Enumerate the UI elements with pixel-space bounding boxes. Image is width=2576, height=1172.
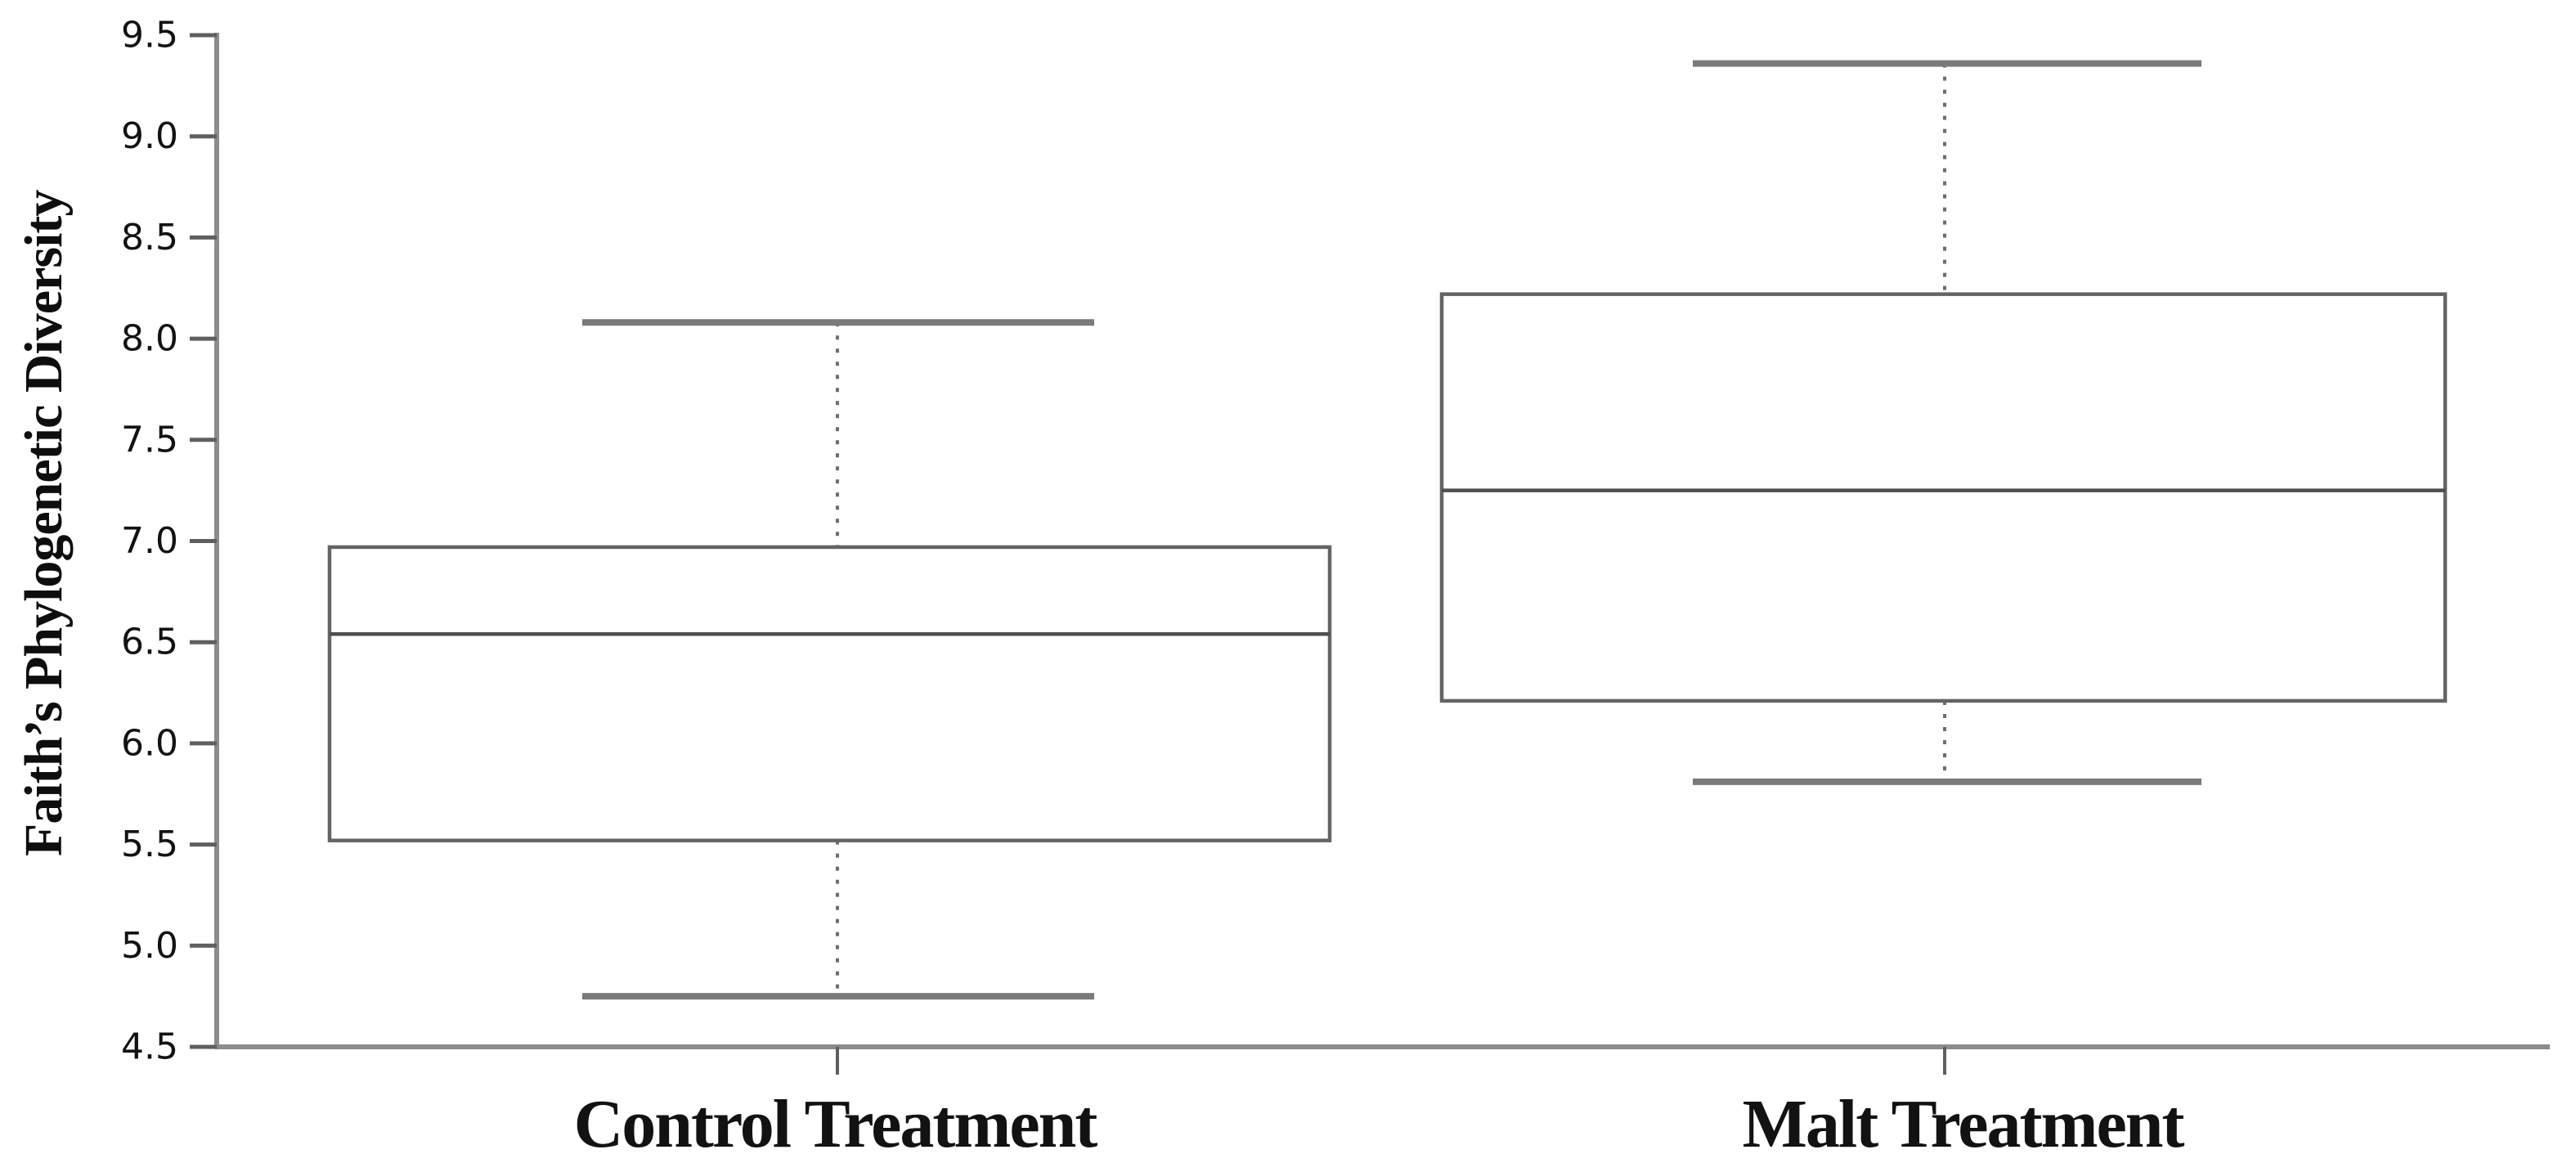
y-tick-label: 7.0	[121, 520, 178, 562]
y-tick-label: 7.5	[121, 419, 178, 460]
y-tick-label: 8.0	[121, 318, 178, 360]
x-category-label: Control Treatment	[574, 1086, 1098, 1162]
y-tick-label: 9.5	[121, 15, 178, 56]
y-tick-label: 5.0	[121, 925, 178, 967]
y-tick-label: 9.0	[121, 115, 178, 157]
iqr-box	[1439, 292, 2448, 703]
x-category-label: Malt Treatment	[1743, 1086, 2185, 1162]
y-tick-label: 6.5	[121, 622, 178, 663]
y-tick-label: 5.5	[121, 824, 178, 865]
y-tick-label: 8.5	[121, 217, 178, 258]
y-tick-label: 4.5	[121, 1026, 178, 1068]
iqr-box	[327, 545, 1332, 842]
y-tick-label: 6.0	[121, 722, 178, 764]
